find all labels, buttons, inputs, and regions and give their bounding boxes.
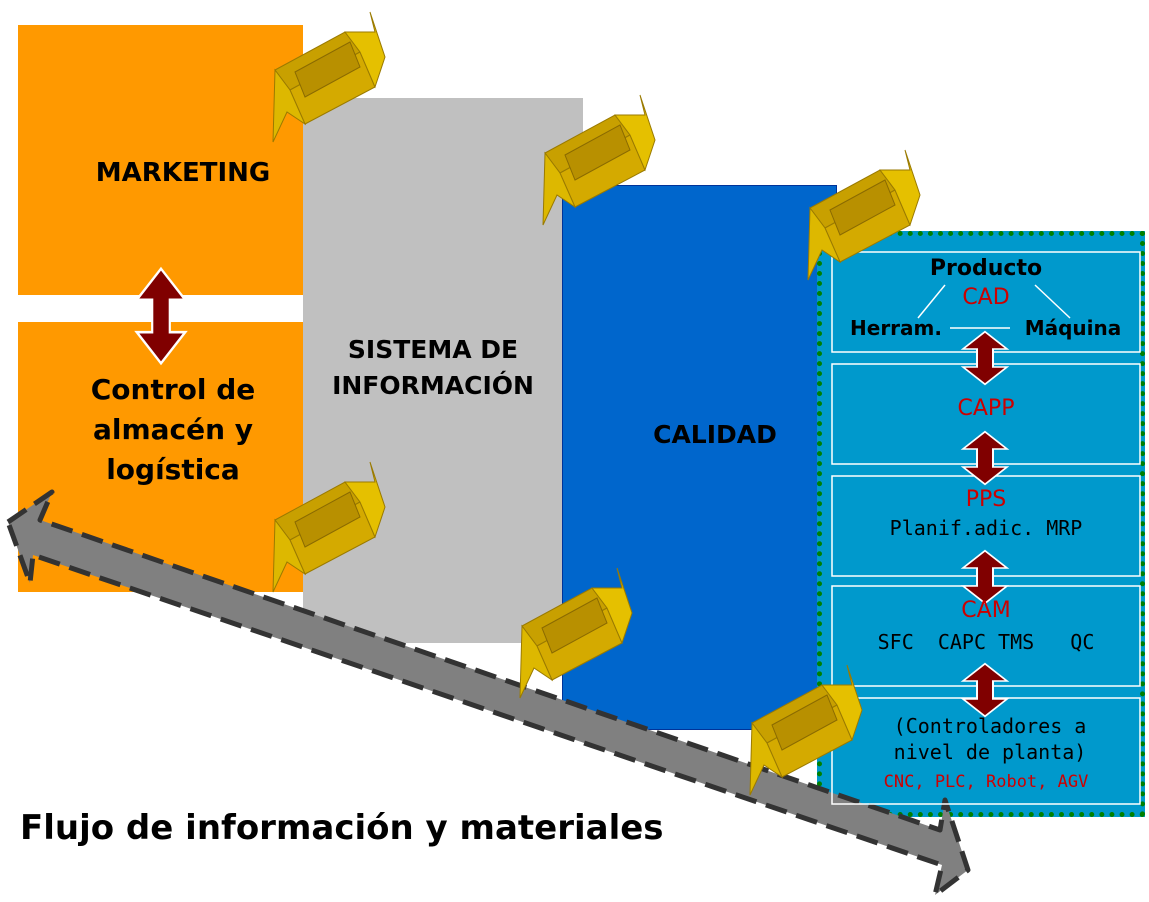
pps-detail: Planif.adic. MRP — [889, 516, 1083, 540]
pps-label: PPS — [965, 487, 1007, 512]
maquina-label: Máquina — [1024, 316, 1122, 340]
controllers-detail-line2: nivel de planta) — [893, 740, 1087, 764]
connector-icon-1 — [272, 11, 386, 143]
calidad-label: CALIDAD — [653, 420, 777, 449]
sistema-label-line1: SISTEMA DE — [347, 335, 519, 364]
controllers-devices: CNC, PLC, Robot, AGV — [883, 772, 1089, 792]
cad-tree-lines — [917, 284, 1071, 329]
cad-label: CAD — [962, 285, 1010, 310]
sistema-label-line2: INFORMACIÓN — [332, 371, 534, 400]
producto-label: Producto — [929, 256, 1043, 281]
connector-icon-4 — [272, 461, 386, 593]
control-label-line3: logística — [106, 453, 240, 486]
marketing-label: MARKETING — [95, 158, 271, 188]
connector-icon-5 — [519, 567, 633, 699]
connector-icon-2 — [542, 94, 656, 226]
marketing-control-arrow-icon — [135, 267, 187, 365]
cam-label: CAM — [961, 598, 1011, 623]
control-label: Control de almacén y logística — [18, 370, 328, 490]
pps-cam-arrow-icon — [962, 549, 1008, 605]
sistema-panel — [303, 98, 583, 643]
cam-detail: SFC CAPC TMS QC — [877, 630, 1095, 654]
herram-label: Herram. — [850, 316, 942, 340]
flow-arrow — [5, 489, 971, 898]
marketing-panel — [18, 25, 303, 295]
controllers-detail-line1: (Controladores a — [893, 714, 1087, 738]
cam-controllers-arrow-icon — [962, 662, 1008, 718]
control-label-line2: almacén y — [92, 413, 254, 446]
sistema-label: SISTEMA DE INFORMACIÓN — [303, 332, 563, 404]
flow-caption: Flujo de información y materiales — [20, 808, 664, 848]
control-label-line1: Control de — [90, 373, 256, 406]
cad-capp-arrow-icon — [962, 330, 1008, 386]
capp-label: CAPP — [957, 396, 1015, 421]
